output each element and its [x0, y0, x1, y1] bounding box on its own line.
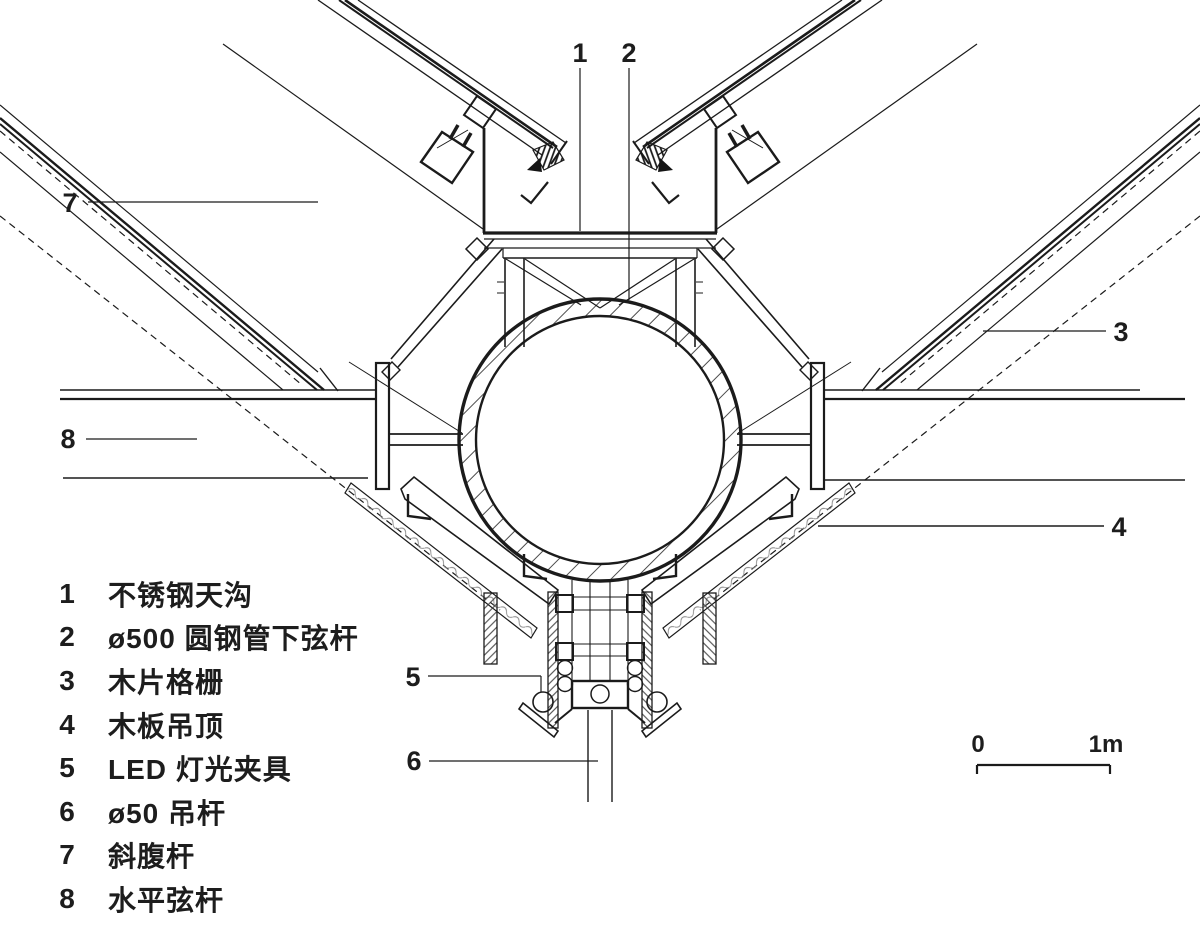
- legend-num: 8: [59, 882, 75, 914]
- callout-4: 4: [1111, 512, 1126, 542]
- scale-bar: 0 1m: [971, 731, 1123, 774]
- legend-item-4: 4 木板吊顶: [52, 703, 359, 747]
- steel-pipe-ring: [457, 297, 743, 583]
- legend-item-6: 6 ø50 吊杆: [52, 790, 359, 834]
- legend-num: 6: [59, 795, 75, 827]
- led-fixture-box: [570, 679, 630, 710]
- legend-label: 木片格栅: [108, 666, 225, 698]
- legend: 1 不锈钢天沟 2 ø500 圆钢管下弦杆 3 木片格栅 4 木板吊顶 5 LE…: [52, 572, 359, 921]
- legend-label: 斜腹杆: [108, 841, 196, 873]
- legend-item-1: 1 不锈钢天沟: [52, 572, 359, 616]
- callout-2: 2: [621, 38, 636, 68]
- horizontal-chord-left: [60, 389, 376, 479]
- legend-label: 木板吊顶: [108, 710, 225, 742]
- callout-6: 6: [406, 746, 421, 776]
- legend-item-2: 2 ø500 圆钢管下弦杆: [52, 616, 359, 660]
- legend-num: 7: [59, 839, 75, 871]
- legend-item-3: 3 木片格栅: [52, 659, 359, 703]
- callout-5: 5: [405, 662, 420, 692]
- legend-num: 2: [59, 621, 75, 653]
- callout-3: 3: [1113, 317, 1128, 347]
- legend-label: 不锈钢天沟: [108, 579, 254, 611]
- leader-lines: [86, 68, 1106, 762]
- legend-item-5: 5 LED 灯光夹具: [52, 746, 359, 790]
- legend-item-8: 8 水平弦杆: [52, 877, 359, 921]
- horizontal-chord-right: [818, 389, 1185, 527]
- legend-num: 1: [59, 577, 75, 609]
- hanger-center: [570, 596, 630, 710]
- legend-label: ø50 吊杆: [108, 797, 227, 829]
- right-half-mirror: [598, 0, 1200, 804]
- legend-num: 5: [59, 752, 75, 784]
- legend-label: 水平弦杆: [108, 884, 225, 916]
- callout-7: 7: [62, 188, 77, 218]
- scale-zero-label: 0: [971, 731, 984, 758]
- callout-1: 1: [572, 38, 587, 68]
- legend-label: LED 灯光夹具: [108, 754, 292, 786]
- gutter: [483, 231, 717, 259]
- legend-num: 3: [59, 664, 75, 696]
- scale-one-meter-label: 1m: [1089, 731, 1124, 758]
- legend-label: ø500 圆钢管下弦杆: [108, 623, 359, 655]
- legend-num: 4: [59, 708, 75, 740]
- callout-numbers: 1 2 3 4 5 6 7 8: [60, 38, 1128, 776]
- callout-8: 8: [60, 424, 75, 454]
- legend-item-7: 7 斜腹杆: [52, 834, 359, 878]
- fixture-circle: [590, 684, 610, 704]
